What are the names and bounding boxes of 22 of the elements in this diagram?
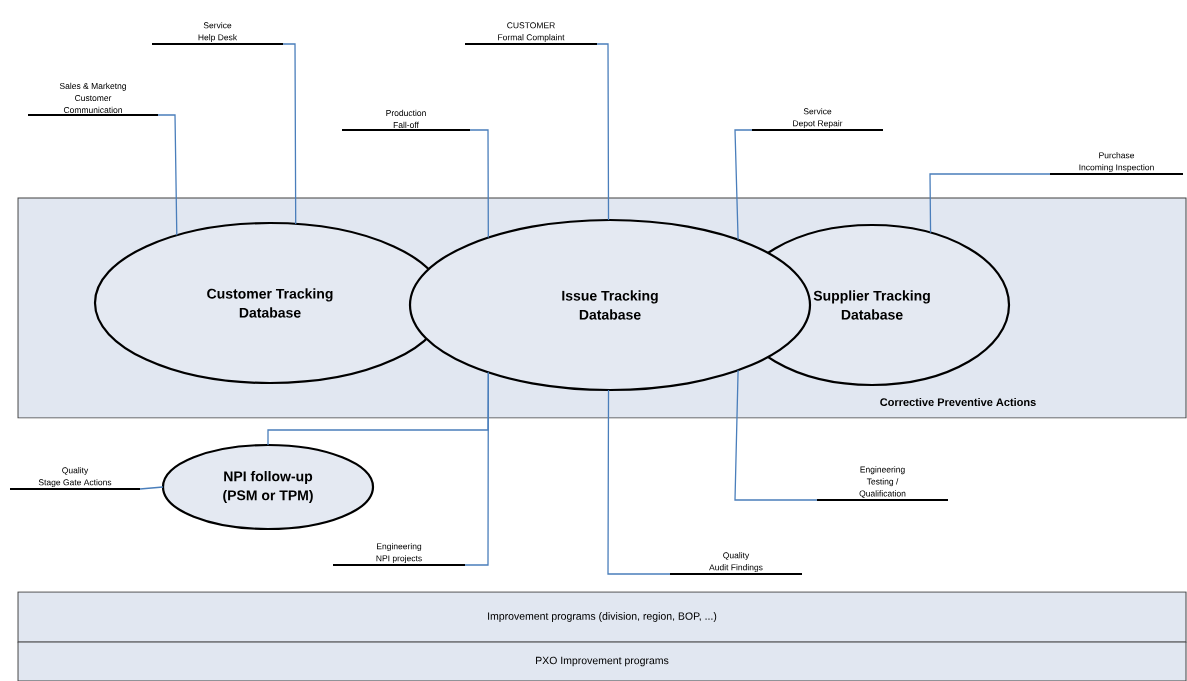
source-label: Quality Stage Gate Actions (10, 467, 140, 491)
connector-line (734, 129, 753, 241)
connector-line (469, 129, 489, 239)
source-label: Sales & Marketng Customer Communication (28, 82, 158, 117)
source-label: Service Depot Repair (752, 108, 883, 132)
connector-line (157, 114, 178, 236)
connector-line (267, 371, 489, 446)
source-label: Purchase Incoming Inspection (1050, 152, 1183, 176)
source-label: Production Fall-off (342, 109, 470, 132)
source-label: Engineering NPI projects (333, 543, 465, 567)
connector-line (734, 369, 818, 501)
source-label: Service Help Desk (152, 22, 283, 46)
connector-line (596, 43, 610, 221)
connector-line (607, 389, 671, 575)
band: Improvement programs (division, region, BOP, ...) (17, 591, 1187, 643)
connector-line (282, 43, 297, 225)
source-label: CUSTOMER Formal Complaint (465, 22, 597, 46)
band: PXO Improvement programs (17, 641, 1187, 681)
connector-line (929, 173, 1051, 234)
connector-line (139, 486, 164, 490)
source-label: Quality Audit Findings (670, 552, 802, 576)
source-label: Engineering Testing / Qualification (817, 466, 948, 502)
